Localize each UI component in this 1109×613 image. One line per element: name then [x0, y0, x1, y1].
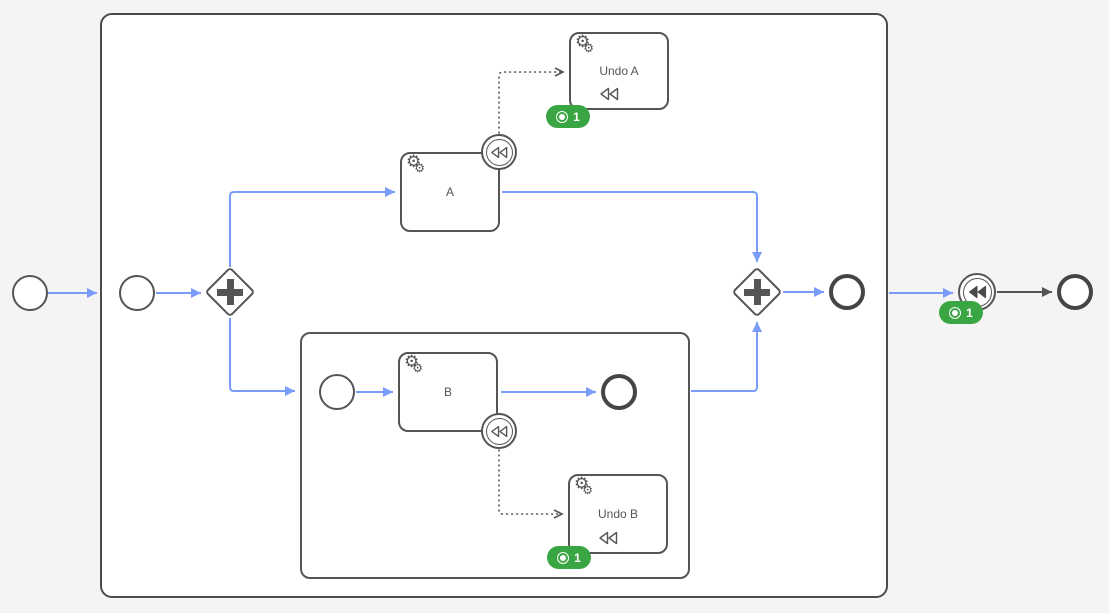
flow-task-a-to-join[interactable]: [502, 191, 762, 262]
plus-icon: [212, 274, 248, 310]
compensation-marker-icon: [599, 531, 618, 545]
instance-count: 1: [966, 305, 973, 320]
start-event-nested[interactable]: [319, 374, 355, 410]
instance-count: 1: [574, 550, 581, 565]
compensation-icon: [491, 146, 508, 158]
flow-nested-subprocess-to-join[interactable]: [691, 322, 762, 392]
instance-count-icon: [949, 306, 962, 319]
start-event-outer[interactable]: [12, 275, 48, 311]
task-label: Undo A: [599, 64, 639, 78]
service-task-gear-icon: ⚙⚙: [404, 352, 424, 375]
task-label: B: [443, 385, 452, 399]
association-boundary-b-to-undo-b[interactable]: [498, 449, 564, 519]
compensation-boundary-event-b[interactable]: [481, 413, 517, 449]
service-task-gear-icon: ⚙⚙: [406, 152, 426, 175]
end-event-nested[interactable]: [601, 374, 637, 410]
task-label: A: [445, 185, 454, 199]
flow-split-to-task-a[interactable]: [229, 187, 395, 267]
task-undo-a[interactable]: ⚙⚙ Undo A: [569, 32, 669, 110]
start-event-main[interactable]: [119, 275, 155, 311]
end-event-final[interactable]: [1057, 274, 1093, 310]
instance-badge-throw-event: 1: [939, 301, 983, 324]
compensation-boundary-event-a[interactable]: [481, 134, 517, 170]
instance-count: 1: [573, 109, 580, 124]
end-event-main[interactable]: [829, 274, 865, 310]
task-undo-b[interactable]: ⚙⚙ Undo B: [568, 474, 668, 554]
association-boundary-a-to-undo-a[interactable]: [498, 67, 565, 134]
task-b[interactable]: ⚙⚙ B: [398, 352, 498, 432]
compensation-marker-icon: [600, 87, 619, 101]
plus-icon: [739, 274, 775, 310]
instance-count-icon: [557, 551, 570, 564]
instance-count-icon: [556, 110, 569, 123]
service-task-gear-icon: ⚙⚙: [574, 474, 594, 497]
instance-badge-undo-b: 1: [547, 546, 591, 569]
instance-badge-undo-a: 1: [546, 105, 590, 128]
compensation-icon: [968, 285, 986, 299]
compensation-icon: [491, 425, 508, 437]
task-a[interactable]: ⚙⚙ A: [400, 152, 500, 232]
flow-split-to-nested-subprocess[interactable]: [229, 318, 295, 396]
service-task-gear-icon: ⚙⚙: [575, 32, 595, 55]
task-label: Undo B: [597, 507, 639, 521]
